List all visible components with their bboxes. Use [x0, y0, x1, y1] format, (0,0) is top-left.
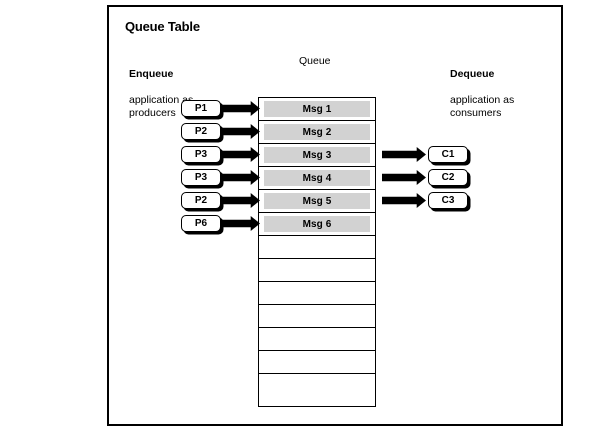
enqueue-arrow-3: [216, 147, 260, 162]
enqueue-caption-head: Enqueue: [129, 68, 174, 80]
message-bar: Msg 2: [264, 124, 370, 140]
message-bar: Msg 5: [264, 193, 370, 209]
queue-slot-empty: [259, 351, 375, 374]
consumer-node-c3[interactable]: C3: [428, 191, 468, 209]
message-label: Msg 2: [302, 126, 332, 138]
enqueue-arrow-2: [216, 124, 260, 139]
consumer-label: C2: [441, 171, 455, 183]
queue-slot-filled: Msg 3: [259, 144, 375, 167]
dequeue-arrow-2: [382, 170, 426, 185]
queue-table: Msg 1 Msg 2 Msg 3 Msg 4 Msg 5 Msg 6: [258, 97, 376, 407]
consumer-label: C3: [441, 194, 455, 206]
queue-slot-filled: Msg 5: [259, 190, 375, 213]
queue-slot-filled: Msg 4: [259, 167, 375, 190]
queue-slot-filled: Msg 2: [259, 121, 375, 144]
queue-slot-empty: [259, 236, 375, 259]
page-title: Queue Table: [125, 19, 200, 34]
queue-slot-empty: [259, 305, 375, 328]
producer-label: P2: [194, 194, 208, 206]
queue-slot-empty: [259, 374, 375, 397]
dequeue-arrow-3: [382, 193, 426, 208]
enqueue-arrow-4: [216, 170, 260, 185]
enqueue-column-caption: Enqueue application as producers: [129, 55, 193, 133]
consumer-node-c1[interactable]: C1: [428, 145, 468, 163]
enqueue-arrow-5: [216, 193, 260, 208]
producer-label: P1: [194, 102, 208, 114]
enqueue-arrow-6: [216, 216, 260, 231]
producer-node-p3[interactable]: P3: [181, 145, 221, 163]
enqueue-arrow-1: [216, 101, 260, 116]
message-label: Msg 4: [302, 172, 332, 184]
queue-slot-filled: Msg 1: [259, 98, 375, 121]
producer-node-p1[interactable]: P1: [181, 99, 221, 117]
producer-label: P3: [194, 171, 208, 183]
queue-slot-empty: [259, 259, 375, 282]
message-label: Msg 3: [302, 149, 332, 161]
producer-node-p5[interactable]: P2: [181, 191, 221, 209]
message-label: Msg 6: [302, 218, 332, 230]
message-bar: Msg 4: [264, 170, 370, 186]
producer-node-p2[interactable]: P2: [181, 122, 221, 140]
message-label: Msg 1: [302, 103, 332, 115]
dequeue-arrow-1: [382, 147, 426, 162]
producer-label: P2: [194, 125, 208, 137]
message-bar: Msg 3: [264, 147, 370, 163]
dequeue-column-caption: Dequeue application as consumers: [450, 55, 514, 133]
dequeue-caption-body: application as consumers: [450, 94, 515, 119]
producer-label: P3: [194, 148, 208, 160]
message-bar: Msg 1: [264, 101, 370, 117]
queue-column-caption: Queue: [299, 55, 331, 67]
message-label: Msg 5: [302, 195, 332, 207]
queue-slot-filled: Msg 6: [259, 213, 375, 236]
consumer-node-c2[interactable]: C2: [428, 168, 468, 186]
queue-slot-empty: [259, 282, 375, 305]
producer-node-p4[interactable]: P3: [181, 168, 221, 186]
message-bar: Msg 6: [264, 216, 370, 232]
producer-label: P6: [194, 217, 208, 229]
consumer-label: C1: [441, 148, 455, 160]
queue-slot-empty: [259, 328, 375, 351]
producer-node-p6[interactable]: P6: [181, 214, 221, 232]
dequeue-caption-head: Dequeue: [450, 68, 495, 80]
